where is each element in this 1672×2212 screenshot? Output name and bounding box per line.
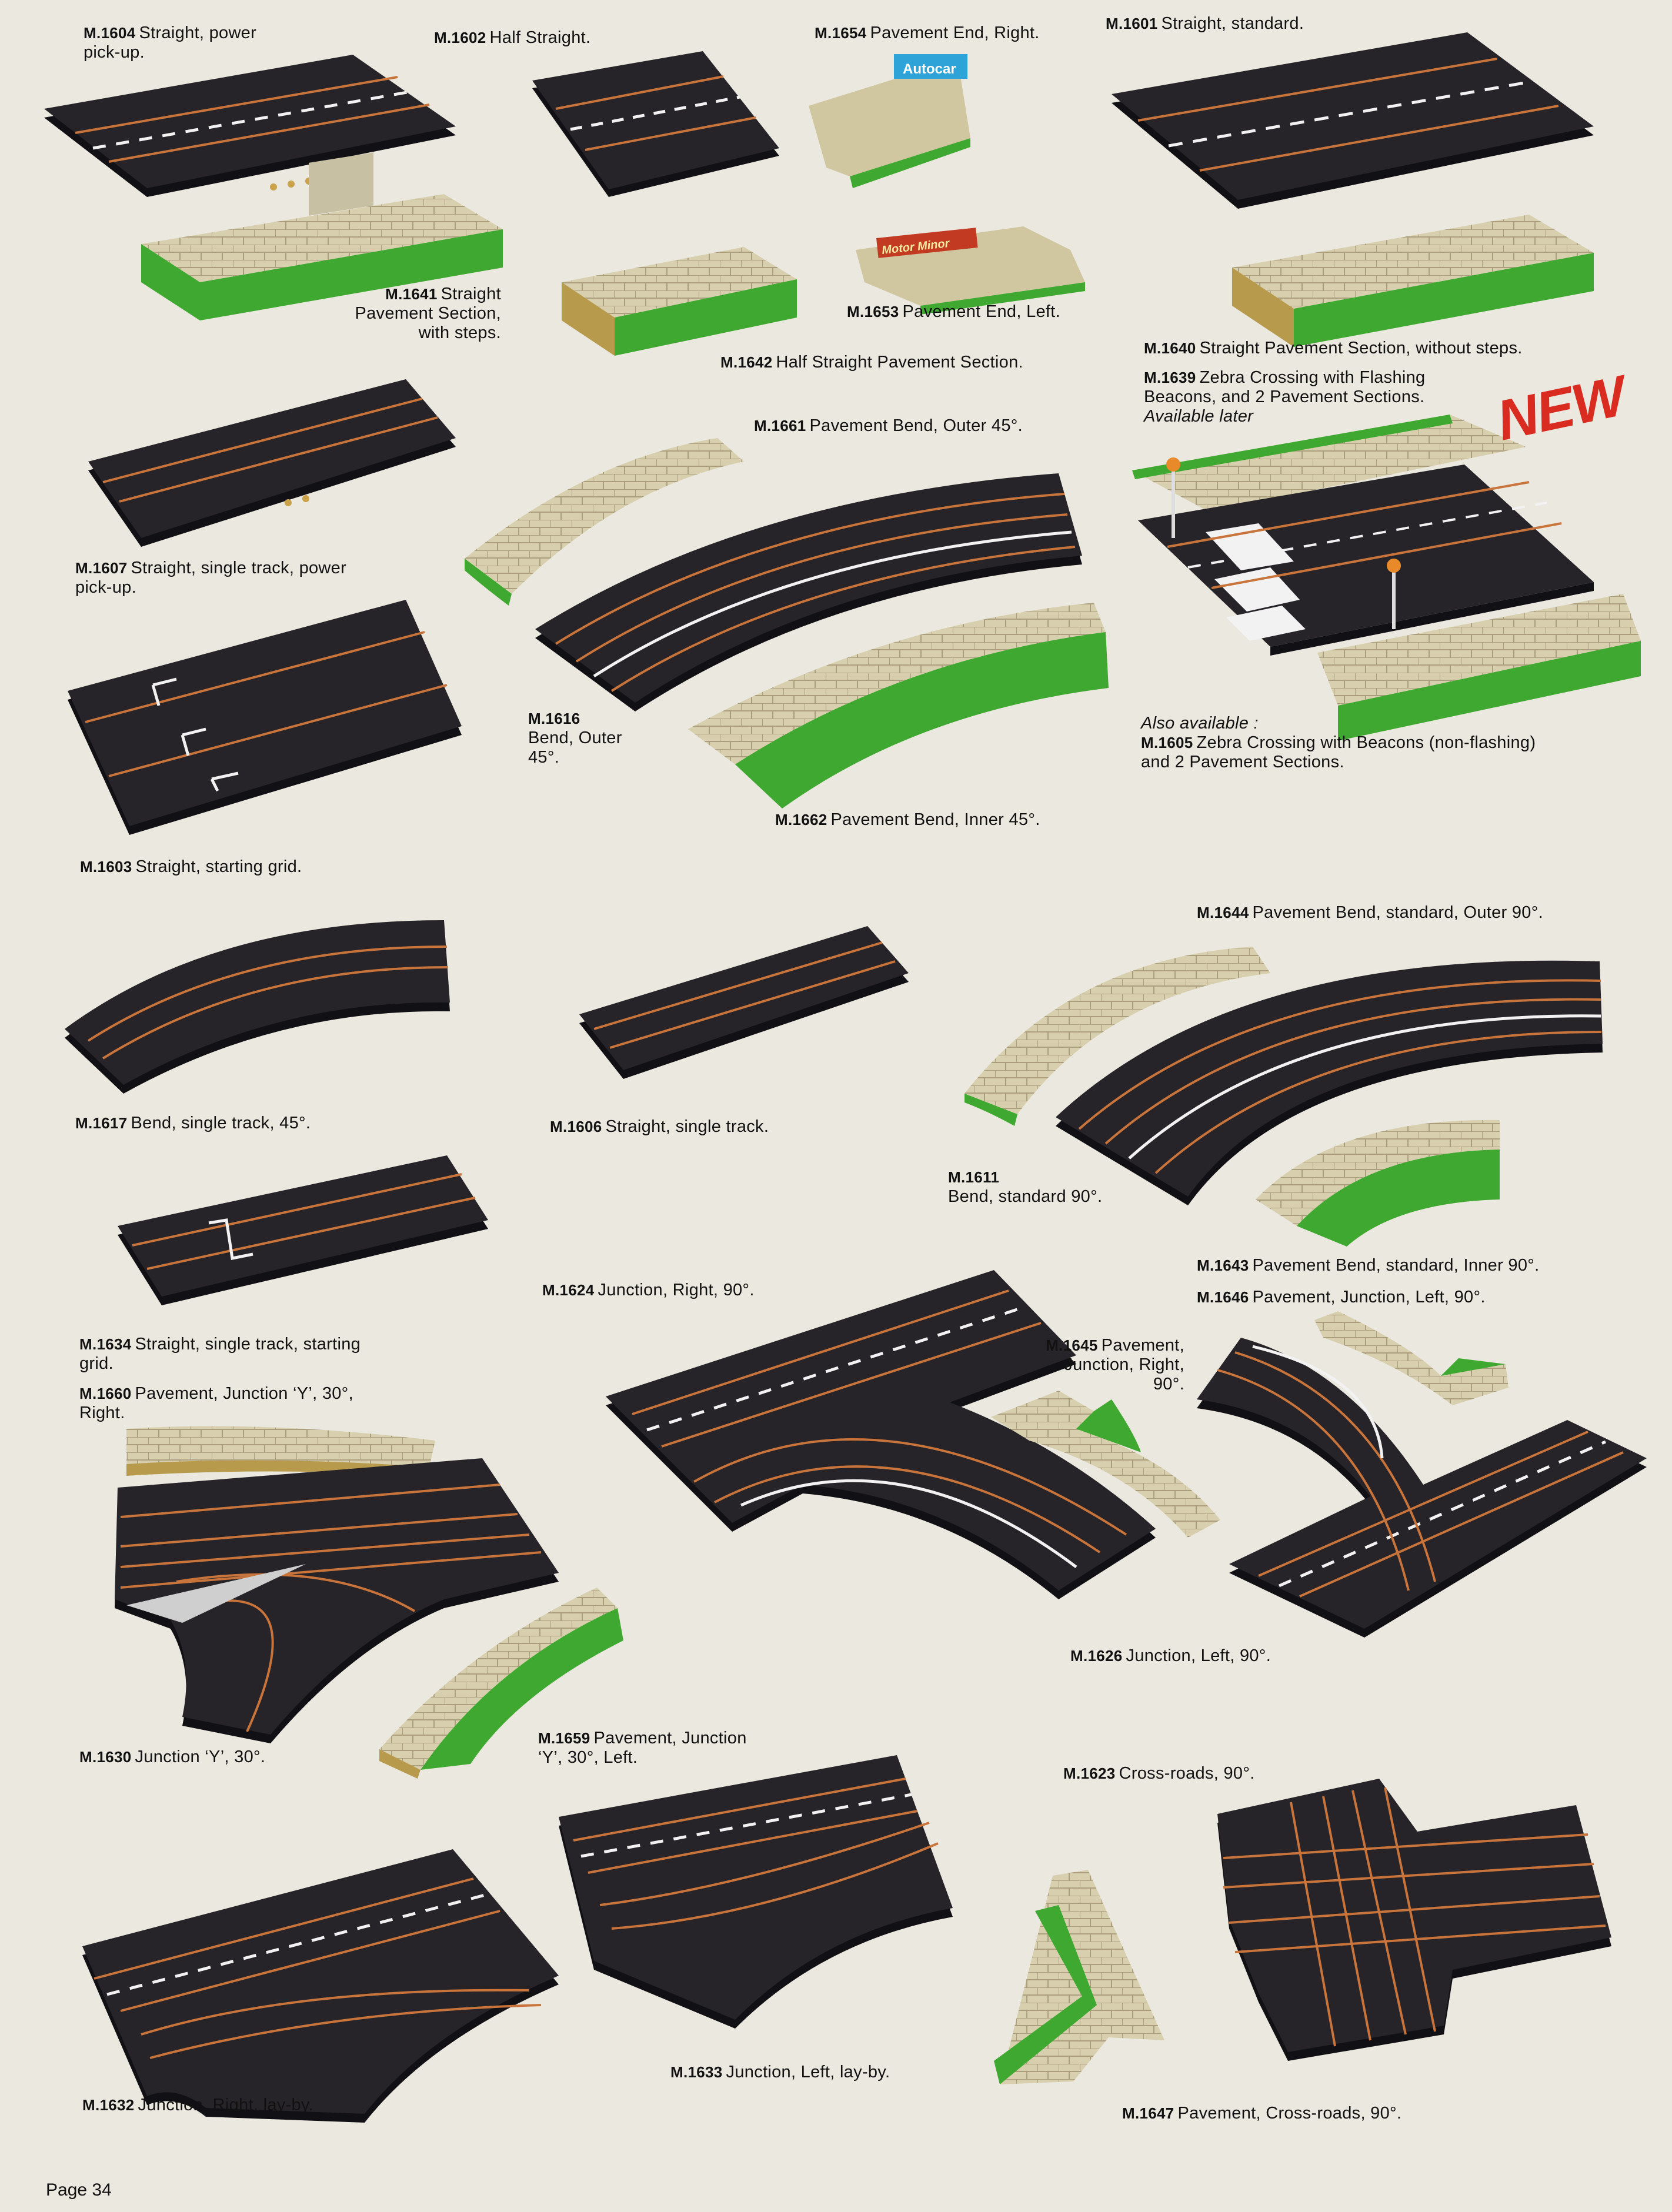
track-m1602 [532,51,779,197]
track-m1603 [68,600,462,835]
track-m1606 [579,926,909,1079]
track-m1639 [1132,415,1641,741]
pavement-m1644 [965,947,1270,1126]
pavement-m1662 [688,603,1109,808]
track-m1601 [1112,32,1594,209]
track-m1616 [535,473,1082,711]
pavement-m1642 [562,247,797,356]
pavement-m1654: Autocar [809,54,970,188]
pavement-m1647 [994,1870,1164,2084]
track-m1632 [82,1849,559,2123]
pavement-m1643 [1256,1120,1500,1247]
sign-autocar: Autocar [903,61,956,77]
track-m1607 [88,379,456,547]
pavement-m1659 [379,1588,623,1779]
page-number: Page 34 [46,2180,112,2200]
pavement-m1645 [991,1391,1220,1538]
track-m1623 [1217,1779,1611,2061]
track-m1617 [65,920,450,1094]
track-m1626 [1197,1338,1647,1638]
caption-m1611: M.1611 Bend, standard 90°. [948,1168,1103,1206]
caption-m1616: M.1616 Bend, Outer 45°. [528,710,622,767]
pavement-m1640 [1232,215,1594,347]
track-m1633 [559,1755,953,2029]
pavement-m1646 [1314,1311,1509,1405]
track-m1634 [118,1155,488,1305]
track-m1604 [44,55,456,197]
track-m1611 [1056,960,1603,1205]
track-m1630 [115,1458,559,1743]
pavement-m1641 [141,152,503,320]
pavement-m1653: Motor Minor [856,226,1085,315]
track-m1624 [606,1270,1156,1599]
pavement-m1661 [465,438,744,606]
